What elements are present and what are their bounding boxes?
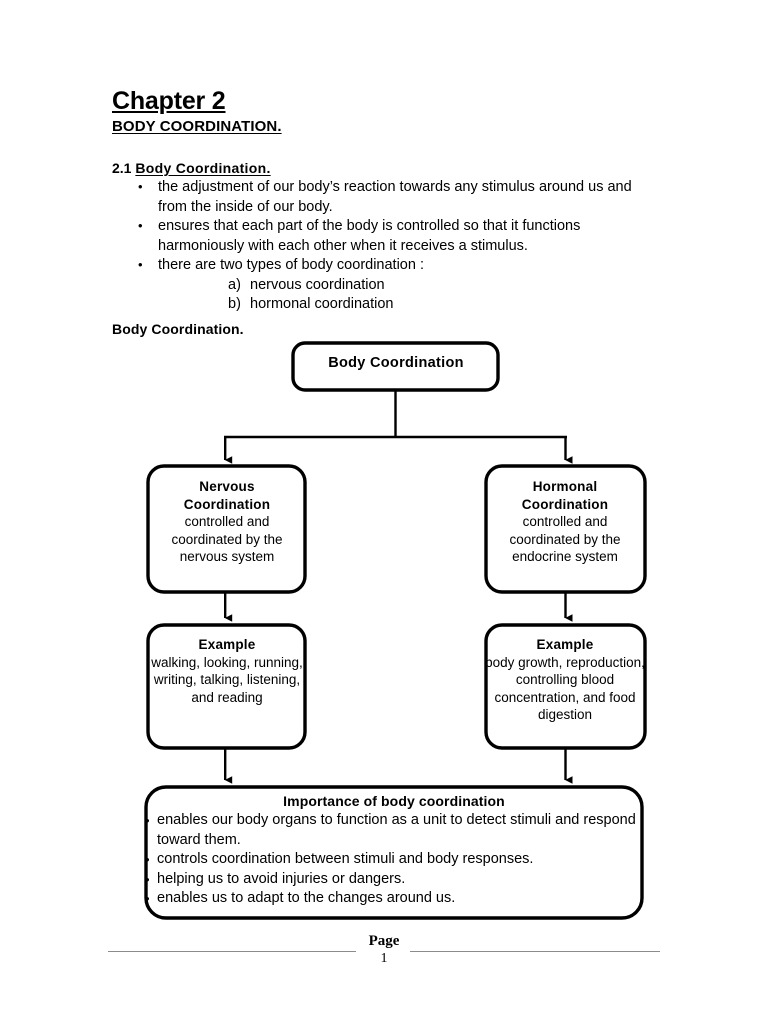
flow-node-example-left-title: Example <box>198 637 256 652</box>
list-item: • the adjustment of our body’s reaction … <box>134 178 664 217</box>
list-item: • there are two types of body coordinati… <box>134 256 664 315</box>
list-item-text: enables our body organs to function as a… <box>157 812 636 848</box>
list-item-text: helping us to avoid injuries or dangers. <box>157 870 406 887</box>
section-title: Body Coordination. <box>135 160 271 176</box>
bullet-icon: • <box>138 218 143 233</box>
section-heading: 2.1 Body Coordination. <box>112 160 271 176</box>
bullet-icon: • <box>145 871 150 887</box>
flow-node-nervous-description: controlled and coordinated by the nervou… <box>171 514 283 564</box>
flow-node-hormonal-label: Hormonal Coordination controlled and coo… <box>486 478 644 566</box>
sub-list-item: a) nervous coordination <box>228 276 664 296</box>
importance-bullet-list: • enables our body organs to function as… <box>145 811 642 909</box>
flow-node-hormonal-description: controlled and coordinated by the endocr… <box>509 514 621 564</box>
flow-node-example-left-description: walking, looking, running, writing, talk… <box>151 654 303 705</box>
footer-page-label: Page <box>368 933 400 949</box>
footer-page-number: 1 <box>380 951 388 966</box>
section-number: 2.1 <box>112 160 132 176</box>
bullet-icon: • <box>145 813 150 828</box>
list-item: • helping us to avoid injuries or danger… <box>145 870 642 890</box>
sub-list-item: b) hormonal coordination <box>228 295 664 315</box>
flowchart-caption: Body Coordination. <box>112 321 244 337</box>
list-item: • controls coordination between stimuli … <box>145 850 642 870</box>
flow-node-example-right-description: body growth, reproduction, controlling b… <box>485 654 645 723</box>
flow-node-example-left-label: Example walking, looking, running, writi… <box>149 636 305 706</box>
sub-list-marker: a) <box>228 276 241 293</box>
list-item-text: there are two types of body coordination… <box>158 257 424 273</box>
list-item-text: ensures that each part of the body is co… <box>158 218 581 254</box>
flow-node-root-label: Body Coordination <box>328 355 464 371</box>
list-item: • enables us to adapt to the changes aro… <box>145 889 642 909</box>
flow-node-nervous-title-line2: Coordination <box>183 496 271 512</box>
flow-node-example-right-label: Example body growth, reproduction, contr… <box>478 636 652 724</box>
intro-bullet-list: • the adjustment of our body’s reaction … <box>134 178 664 315</box>
bullet-icon: • <box>138 257 143 272</box>
flow-node-hormonal-title-line2: Coordination <box>521 496 609 512</box>
list-item-text: enables us to adapt to the changes aroun… <box>157 890 456 906</box>
flow-node-nervous-title-line1: Nervous <box>199 479 255 494</box>
page-title: Chapter 2 <box>112 87 226 115</box>
list-item-text: the adjustment of our body’s reaction to… <box>158 179 632 215</box>
bullet-icon: • <box>145 891 150 906</box>
sub-list: a) nervous coordination b) hormonal coordi… <box>158 276 664 315</box>
list-item: • enables our body organs to function as… <box>145 811 642 850</box>
flow-node-hormonal-title-line1: Hormonal <box>532 479 598 494</box>
flow-node-nervous-label: Nervous Coordination controlled and coor… <box>149 478 305 566</box>
sub-list-marker: b) <box>228 296 241 312</box>
list-item: • ensures that each part of the body is … <box>134 217 664 256</box>
page-footer: Page 1 <box>108 930 660 974</box>
sub-list-item-text: hormonal coordination <box>250 296 394 312</box>
flow-node-importance-label: Importance of body coordination • enable… <box>145 793 642 909</box>
footer-rule-right <box>410 951 660 952</box>
flow-node-example-right-title: Example <box>536 637 594 652</box>
bullet-icon: • <box>138 179 143 194</box>
footer-rule-left <box>108 951 356 952</box>
list-item-text: controls coordination between stimuli an… <box>157 851 534 867</box>
sub-list-item-text: nervous coordination <box>250 276 385 293</box>
bullet-icon: • <box>145 852 150 867</box>
document-subtitle: BODY COORDINATION. <box>112 118 282 135</box>
footer-page-indicator: Page 1 <box>108 932 660 967</box>
flow-node-importance-title: Importance of body coordination <box>283 793 505 809</box>
